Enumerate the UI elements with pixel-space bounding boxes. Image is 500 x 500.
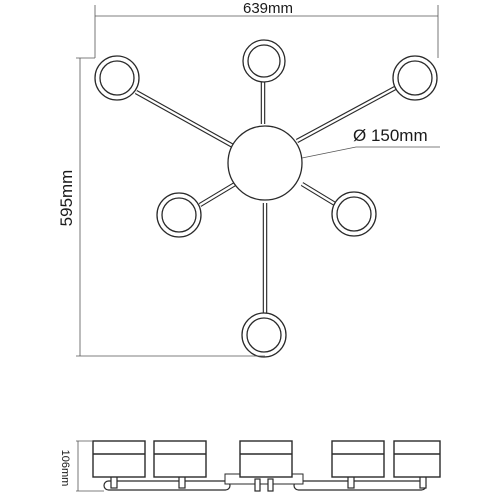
light-head-lower-left: [156, 192, 202, 238]
center-canopy: [227, 125, 303, 201]
height-label: 595mm: [57, 170, 76, 227]
diameter-dimension: Ø 150mm: [301, 126, 440, 159]
arm-lower-left: [198, 182, 237, 207]
width-label: 639mm: [243, 0, 293, 17]
arm-upper-left: [134, 90, 235, 148]
side-shade-1: [92, 440, 146, 478]
light-head-lower-right: [331, 191, 377, 237]
side-rail-left: [103, 480, 231, 491]
diameter-label: Ø 150mm: [353, 126, 428, 145]
side-shade-2: [153, 440, 207, 478]
side-shade-4: [331, 440, 385, 478]
height-dimension: 595mm: [57, 57, 265, 357]
side-view: [92, 440, 441, 492]
side-rail-right: [293, 480, 427, 491]
width-dimension: 639mm: [94, 0, 439, 58]
depth-dimension: 106mm: [59, 440, 104, 492]
side-shade-3: [239, 440, 293, 478]
light-head-top: [242, 39, 286, 83]
depth-label: 106mm: [59, 450, 71, 487]
light-head-upper-left: [94, 55, 140, 101]
top-view: [94, 39, 438, 358]
side-shade-5: [393, 440, 441, 478]
light-head-bottom: [241, 312, 287, 358]
arm-lower-right: [300, 182, 337, 206]
light-head-upper-right: [392, 55, 438, 101]
arm-upper-right: [295, 85, 399, 143]
